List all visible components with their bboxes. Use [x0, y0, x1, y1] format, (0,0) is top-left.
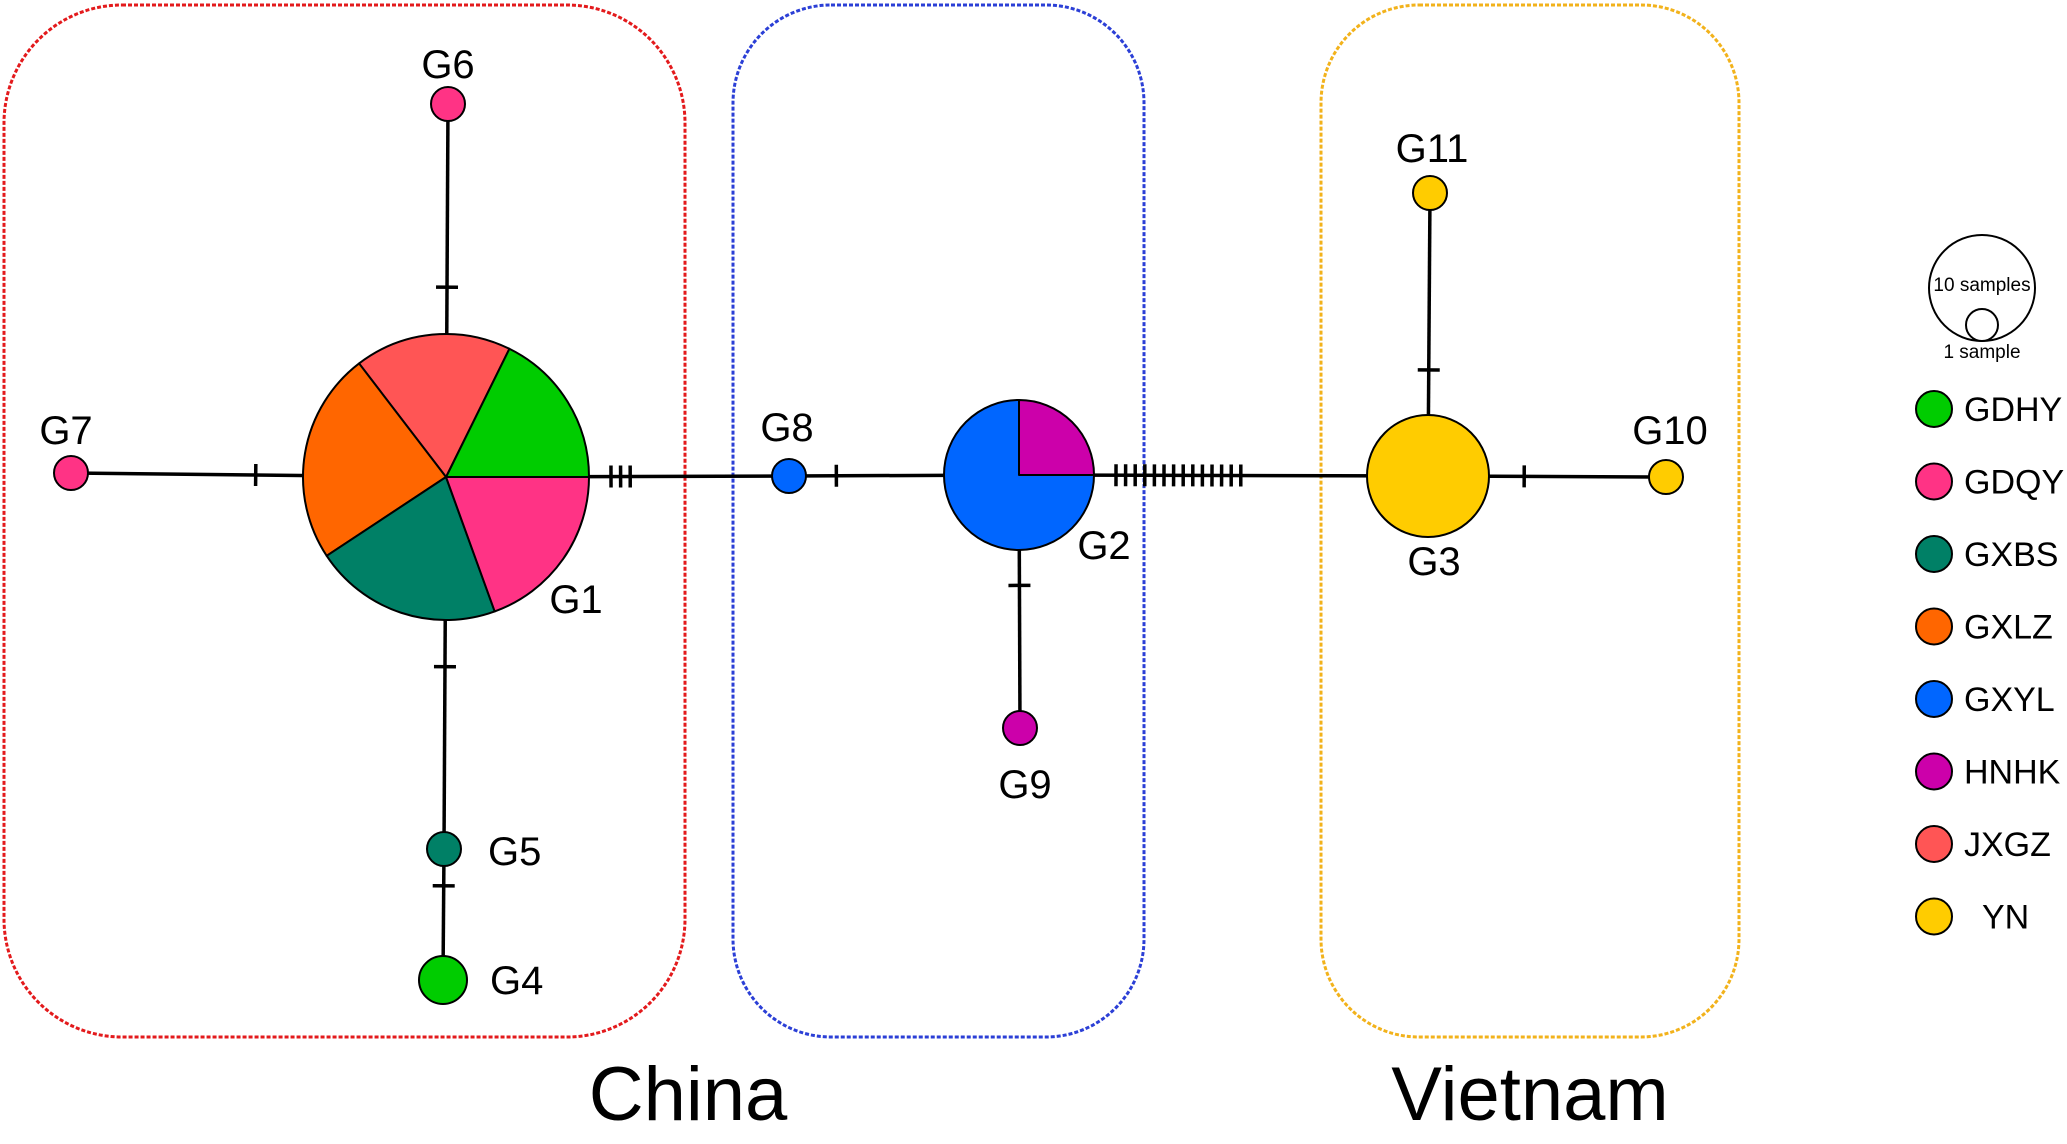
- haplotype-node-G2: [943, 399, 1095, 551]
- node-label-G2: G2: [1077, 524, 1130, 568]
- haplotype-node-G10: [1648, 459, 1684, 495]
- node-label-G8: G8: [760, 406, 813, 450]
- pie-slice-GXYL: [771, 458, 807, 494]
- legend: 10 samples 1 sample GDHY GDQY GXBS GXLZ GXYL…: [1915, 234, 2064, 937]
- pie-slice-HNHK: [1018, 399, 1095, 476]
- legend-item-GXBS: GXBS: [1915, 535, 2058, 574]
- pie-slice-YN: [1366, 414, 1490, 538]
- region-box-china-group-b: [731, 3, 1146, 1039]
- node-label-G7: G7: [39, 409, 92, 453]
- node-label-G4: G4: [490, 959, 543, 1003]
- haplotype-node-G6: [430, 86, 466, 122]
- haplotype-node-G1: [302, 333, 590, 621]
- pie-slice-GDHY: [418, 955, 468, 1005]
- pie-slice-GDQY: [445, 476, 590, 613]
- legend-swatch: [1915, 462, 1953, 501]
- legend-swatch: [1915, 680, 1953, 718]
- pie-slice-GDQY: [430, 86, 466, 122]
- pie-slice-GXLZ: [302, 362, 447, 557]
- scale-label-small: 1 sample: [1943, 342, 2020, 363]
- legend-swatch: [1915, 607, 1953, 646]
- node-label-G6: G6: [421, 43, 474, 87]
- pie-slice-YN: [1648, 459, 1684, 495]
- node-label-G11: G11: [1396, 127, 1469, 171]
- sample-size-scale: 10 samples 1 sample: [1928, 234, 2036, 363]
- legend-item-HNHK: HNHK: [1915, 752, 2061, 792]
- region-label-china: China: [589, 1052, 788, 1137]
- legend-label: GXLZ: [1964, 609, 2053, 647]
- legend-item-JXGZ: JXGZ: [1915, 825, 2051, 864]
- pie-slice-GXBS: [426, 831, 462, 867]
- legend-label: GXYL: [1964, 681, 2055, 719]
- scale-circle-small: [1965, 308, 1999, 342]
- pie-slice-GXBS: [325, 476, 496, 621]
- legend-label: GDHY: [1964, 391, 2062, 429]
- haplotype-node-G9: [1002, 710, 1038, 746]
- haplotype-node-G11: [1412, 175, 1448, 211]
- haplotype-node-G7: [53, 455, 89, 491]
- node-label-G9: G9: [998, 763, 1051, 807]
- region-boxes: [2, 3, 1741, 1039]
- haplotype-node-G8: [771, 458, 807, 494]
- haplotype-node-G4: [418, 955, 468, 1005]
- legend-swatch: [1915, 535, 1953, 573]
- legend-label: GXBS: [1964, 536, 2058, 574]
- pie-slice-HNHK: [1002, 710, 1038, 746]
- region-box-vietnam-group: [1319, 3, 1741, 1039]
- haplotype-node-G3: [1366, 414, 1490, 538]
- legend-label: JXGZ: [1964, 826, 2051, 864]
- legend-label: GDQY: [1964, 464, 2064, 502]
- legend-swatch: [1915, 825, 1953, 863]
- legend-item-GDHY: GDHY: [1915, 390, 2062, 429]
- legend-item-GXLZ: GXLZ: [1915, 607, 2053, 647]
- legend-swatch: [1915, 390, 1953, 428]
- haplotype-nodes: [53, 86, 1684, 1005]
- legend-item-GDQY: GDQY: [1915, 462, 2064, 502]
- legend-swatch: [1915, 897, 1953, 936]
- region-box-china-group-a: [2, 3, 687, 1039]
- pie-slice-YN: [1412, 175, 1448, 211]
- scale-label-large: 10 samples: [1933, 275, 2030, 296]
- region-label-vietnam: Vietnam: [1391, 1052, 1668, 1137]
- pie-slice-JXGZ: [358, 333, 511, 478]
- pie-slice-GXYL: [943, 399, 1095, 551]
- legend-swatch: [1915, 752, 1953, 791]
- node-label-G3: G3: [1407, 540, 1460, 584]
- legend-label: YN: [1982, 899, 2029, 937]
- legend-item-YN: YN: [1915, 897, 2029, 937]
- legend-label: HNHK: [1964, 754, 2061, 792]
- pie-slice-GDHY: [445, 347, 590, 478]
- node-label-G1: G1: [549, 578, 602, 622]
- node-label-G10: G10: [1632, 409, 1708, 453]
- pie-slice-GDQY: [53, 455, 89, 491]
- legend-item-GXYL: GXYL: [1915, 680, 2055, 719]
- node-label-G5: G5: [488, 830, 541, 874]
- haplotype-node-G5: [426, 831, 462, 867]
